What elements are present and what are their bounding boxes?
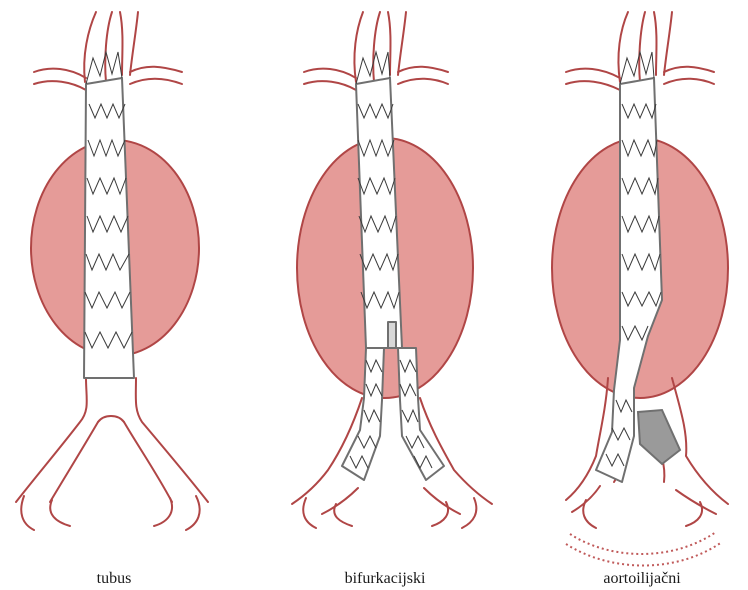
aortic-arch-branches — [34, 12, 182, 90]
panel-bifurkacijski: bifurkacijski — [292, 12, 492, 587]
tube-stent-graft — [84, 52, 134, 378]
panel-aortoilijacni: aortoilijačni — [552, 12, 728, 587]
femoro-femoral-crossover-bypass — [566, 532, 722, 566]
iliac-arteries — [566, 378, 728, 528]
iliac-arteries — [292, 398, 492, 528]
contralateral-occluder — [638, 410, 680, 464]
graft-contralateral-gate — [388, 322, 396, 348]
aortic-bifurcation — [16, 378, 208, 530]
caption-aortoilijacni: aortoilijačni — [603, 570, 681, 587]
caption-tubus: tubus — [97, 570, 132, 587]
caption-bifurkacijski: bifurkacijski — [345, 570, 426, 587]
panel-tubus: tubus — [16, 12, 208, 587]
